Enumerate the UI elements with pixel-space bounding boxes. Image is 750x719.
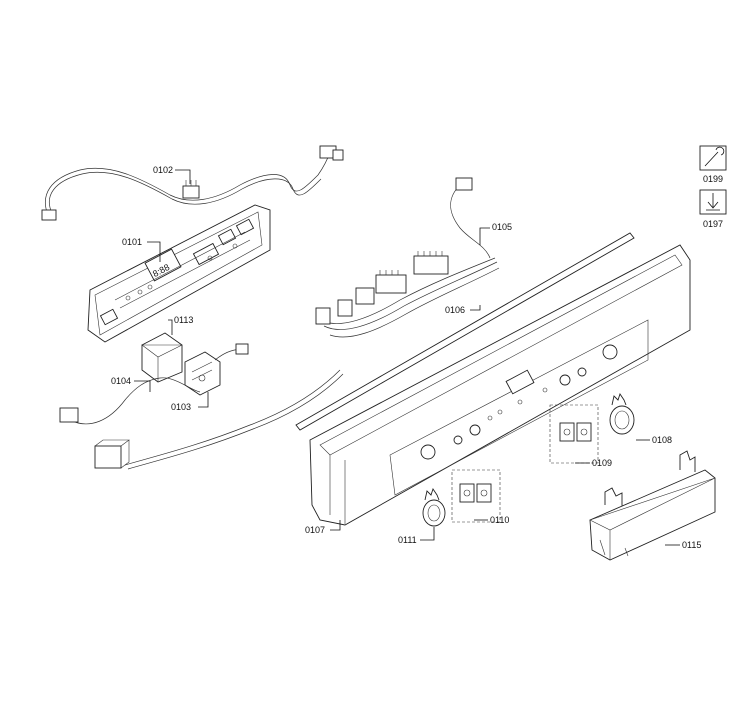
part-0102-cable-harness[interactable] bbox=[41, 145, 344, 221]
leader-0107 bbox=[330, 520, 341, 531]
label-0110: 0110 bbox=[490, 515, 509, 525]
label-0115: 0115 bbox=[682, 540, 701, 550]
part-0111-knob[interactable] bbox=[422, 487, 446, 527]
label-0108: 0108 bbox=[652, 435, 672, 445]
download-reference[interactable]: 0197 bbox=[699, 189, 727, 229]
label-0197: 0197 bbox=[703, 219, 723, 229]
leader-0103 bbox=[198, 392, 209, 408]
label-0107: 0107 bbox=[305, 525, 325, 535]
label-0113: 0113 bbox=[174, 315, 193, 325]
leader-0102 bbox=[175, 169, 191, 184]
download-icon-glyph bbox=[706, 193, 720, 211]
part-0108-knob[interactable] bbox=[609, 392, 635, 435]
part-0110-button-set[interactable] bbox=[451, 469, 501, 523]
part-0105-wiring-harness[interactable] bbox=[315, 177, 500, 338]
label-0111: 0111 bbox=[398, 535, 417, 545]
label-0109: 0109 bbox=[592, 458, 612, 468]
label-0106: 0106 bbox=[445, 305, 465, 315]
part-0109-button-set[interactable] bbox=[549, 404, 599, 464]
wrench-icon-glyph bbox=[704, 146, 725, 167]
leader-0111 bbox=[420, 527, 435, 541]
label-0105: 0105 bbox=[492, 222, 512, 232]
part-0107-control-panel[interactable] bbox=[309, 244, 691, 526]
label-0103: 0103 bbox=[171, 402, 191, 412]
part-0115-bracket[interactable] bbox=[589, 450, 716, 561]
part-0101-control-module[interactable]: 8:88 bbox=[87, 204, 271, 343]
part-0104-cable[interactable] bbox=[59, 369, 344, 470]
service-manual-reference[interactable]: 0199 bbox=[699, 145, 727, 184]
leader-0104 bbox=[134, 380, 151, 392]
wrench-manual-icon bbox=[699, 145, 727, 171]
part-0103-door-switch[interactable] bbox=[184, 343, 249, 396]
leader-0113 bbox=[168, 319, 173, 335]
label-0102: 0102 bbox=[153, 165, 173, 175]
label-0199: 0199 bbox=[703, 174, 723, 184]
label-0101: 0101 bbox=[122, 237, 142, 247]
leader-0105 bbox=[479, 227, 490, 245]
leader-0101 bbox=[147, 241, 161, 262]
part-0113-switch[interactable] bbox=[141, 332, 183, 383]
part-0106-seal-strip[interactable] bbox=[295, 232, 635, 431]
label-0104: 0104 bbox=[111, 376, 131, 386]
leader-0106 bbox=[470, 305, 481, 311]
